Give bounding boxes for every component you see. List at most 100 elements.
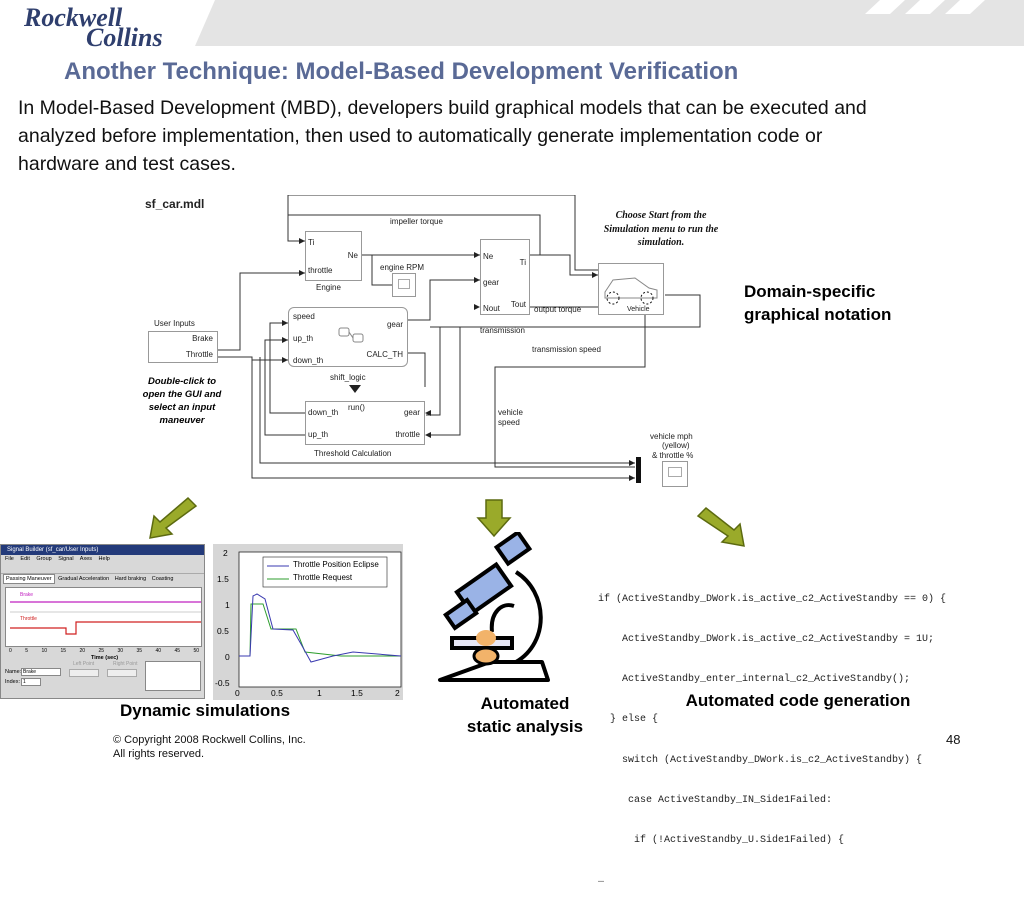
user-inputs-block[interactable]: Brake Throttle bbox=[148, 331, 218, 363]
right-point-label: Right Point bbox=[113, 661, 138, 667]
info-panel bbox=[145, 661, 201, 691]
tab-coasting[interactable]: Coasting bbox=[151, 576, 174, 582]
throttle-eclipse-line bbox=[239, 593, 402, 663]
menu-edit[interactable]: Edit bbox=[20, 556, 30, 562]
trans-gear-port: gear bbox=[483, 278, 500, 287]
shift-up-th-port: up_th bbox=[293, 334, 314, 343]
transmission-label: transmission bbox=[480, 326, 525, 335]
vehicle-block[interactable]: Vehicle bbox=[598, 263, 664, 315]
output-torque-label: output torque bbox=[534, 305, 582, 314]
double-click-note: Double-click to open the GUI and select … bbox=[142, 376, 222, 426]
static-analysis-caption-1: Automated bbox=[480, 694, 570, 713]
y-tick-neg0.5: -0.5 bbox=[215, 678, 230, 688]
throttle-port: Throttle bbox=[185, 350, 213, 359]
vehicle-label: Vehicle bbox=[627, 306, 650, 313]
window-title-bar: Signal Builder (sf_car/User Inputs) bbox=[1, 545, 204, 555]
tab-hard-braking[interactable]: Hard braking bbox=[114, 576, 147, 582]
tick-15: 15 bbox=[60, 648, 66, 654]
legend-eclipse: Throttle Position Eclipse bbox=[293, 560, 379, 569]
user-inputs-label: User Inputs bbox=[154, 319, 195, 328]
vehicle-speed-label-2: speed bbox=[498, 418, 520, 427]
vehicle-speed-label-1: vehicle bbox=[498, 408, 523, 417]
left-point-field[interactable] bbox=[69, 669, 99, 677]
menu-signal[interactable]: Signal bbox=[58, 556, 74, 562]
x-tick-0.5: 0.5 bbox=[271, 688, 283, 698]
transmission-block[interactable]: Ne Ti gear Tout Nout bbox=[480, 239, 530, 315]
shift-logic-label: shift_logic bbox=[330, 373, 366, 382]
code-line: } else { bbox=[598, 714, 659, 726]
engine-ti-port: Ti bbox=[308, 238, 315, 247]
tick-5: 5 bbox=[25, 648, 28, 654]
signal-brake-label: Brake bbox=[20, 592, 34, 598]
page-number: 48 bbox=[946, 732, 961, 747]
tick-45: 45 bbox=[174, 648, 180, 654]
x-tick-1: 1 bbox=[317, 688, 322, 698]
menu-axes[interactable]: Axes bbox=[79, 556, 93, 562]
tab-gradual-acceleration[interactable]: Gradual Acceleration bbox=[58, 576, 110, 582]
scope-label-3: & throttle % bbox=[652, 451, 694, 460]
shift-logic-block[interactable]: speed up_th down_th gear CALC_TH bbox=[288, 307, 408, 367]
code-line: case ActiveStandby_IN_Side1Failed: bbox=[598, 794, 833, 806]
thresh-run-port: run() bbox=[348, 403, 365, 412]
shift-gear-port: gear bbox=[386, 320, 403, 329]
brake-port: Brake bbox=[192, 334, 213, 343]
index-field[interactable]: 1 bbox=[21, 678, 41, 686]
window-title: Signal Builder (sf_car/User Inputs) bbox=[7, 547, 99, 553]
header-stripe bbox=[195, 0, 1024, 46]
legend-request: Throttle Request bbox=[293, 573, 353, 582]
tab-passing-maneuver[interactable]: Passing Maneuver bbox=[3, 574, 55, 584]
scope-label-1: vehicle mph bbox=[650, 432, 693, 441]
name-field[interactable]: Brake bbox=[21, 668, 61, 676]
domain-label-2: graphical notation bbox=[744, 305, 892, 324]
y-tick-1: 1 bbox=[225, 600, 230, 610]
engine-block[interactable]: Ti Ne throttle bbox=[305, 231, 362, 281]
menu-file[interactable]: File bbox=[5, 556, 14, 562]
shift-down-th-port: down_th bbox=[293, 356, 324, 365]
engine-rpm-label: engine RPM bbox=[380, 263, 425, 272]
tab-strip: Passing Maneuver Gradual Acceleration Ha… bbox=[1, 574, 204, 584]
trans-tout-port: Tout bbox=[510, 300, 526, 309]
shift-speed-port: speed bbox=[293, 312, 315, 321]
static-analysis-caption-2: static analysis bbox=[466, 717, 584, 736]
copyright: © Copyright 2008 Rockwell Collins, Inc. … bbox=[113, 733, 306, 761]
code-line: switch (ActiveStandby_DWork.is_c2_Active… bbox=[598, 754, 923, 766]
plot-svg bbox=[238, 551, 402, 688]
transmission-speed-label: transmission speed bbox=[532, 345, 601, 354]
tick-30: 30 bbox=[117, 648, 123, 654]
signal-traces bbox=[10, 601, 201, 635]
signal-plot-area[interactable]: Brake Throttle bbox=[5, 587, 202, 647]
trans-ne-port: Ne bbox=[483, 252, 494, 261]
time-axis-label: Time (sec) bbox=[91, 655, 119, 661]
car-icon bbox=[604, 277, 658, 305]
arrow-to-static-analysis-icon bbox=[476, 499, 512, 538]
y-tick-0: 0 bbox=[225, 652, 230, 662]
thresh-down-th-port: down_th bbox=[308, 408, 339, 417]
toolbar bbox=[1, 564, 204, 574]
engine-rpm-scope[interactable] bbox=[392, 273, 416, 297]
threshold-calc-block[interactable]: run() down_th up_th gear throttle bbox=[305, 401, 425, 445]
menu-group[interactable]: Group bbox=[36, 556, 52, 562]
dynamic-simulations-caption: Dynamic simulations bbox=[119, 701, 291, 720]
menu-help[interactable]: Help bbox=[98, 556, 110, 562]
signal-builder-window[interactable]: Signal Builder (sf_car/User Inputs) File… bbox=[0, 544, 205, 699]
speed-scope[interactable] bbox=[662, 461, 688, 487]
model-wiring bbox=[217, 195, 701, 483]
copyright-line-1: © Copyright 2008 Rockwell Collins, Inc. bbox=[113, 734, 306, 746]
right-point-field[interactable] bbox=[107, 669, 137, 677]
engine-label: Engine bbox=[316, 283, 341, 292]
slide-title: Another Technique: Model-Based Developme… bbox=[64, 58, 739, 85]
x-tick-1.5: 1.5 bbox=[351, 688, 363, 698]
left-point-label: Left Point bbox=[73, 661, 95, 667]
intro-paragraph: In Model-Based Development (MBD), develo… bbox=[18, 97, 867, 175]
engine-ne-port: Ne bbox=[347, 251, 358, 260]
tick-20: 20 bbox=[79, 648, 85, 654]
code-generation-caption: Automated code generation bbox=[685, 691, 911, 710]
menu-bar: File Edit Group Signal Axes Help bbox=[1, 555, 204, 564]
stateflow-icon bbox=[338, 327, 364, 343]
arrow-to-code-gen-icon bbox=[696, 506, 745, 547]
y-tick-1.5: 1.5 bbox=[217, 574, 229, 584]
code-line: ActiveStandby_DWork.is_active_c2_ActiveS… bbox=[598, 634, 935, 646]
x-tick-2: 2 bbox=[395, 688, 400, 698]
thresh-gear-port: gear bbox=[403, 408, 420, 417]
name-label: Name: bbox=[5, 669, 22, 675]
